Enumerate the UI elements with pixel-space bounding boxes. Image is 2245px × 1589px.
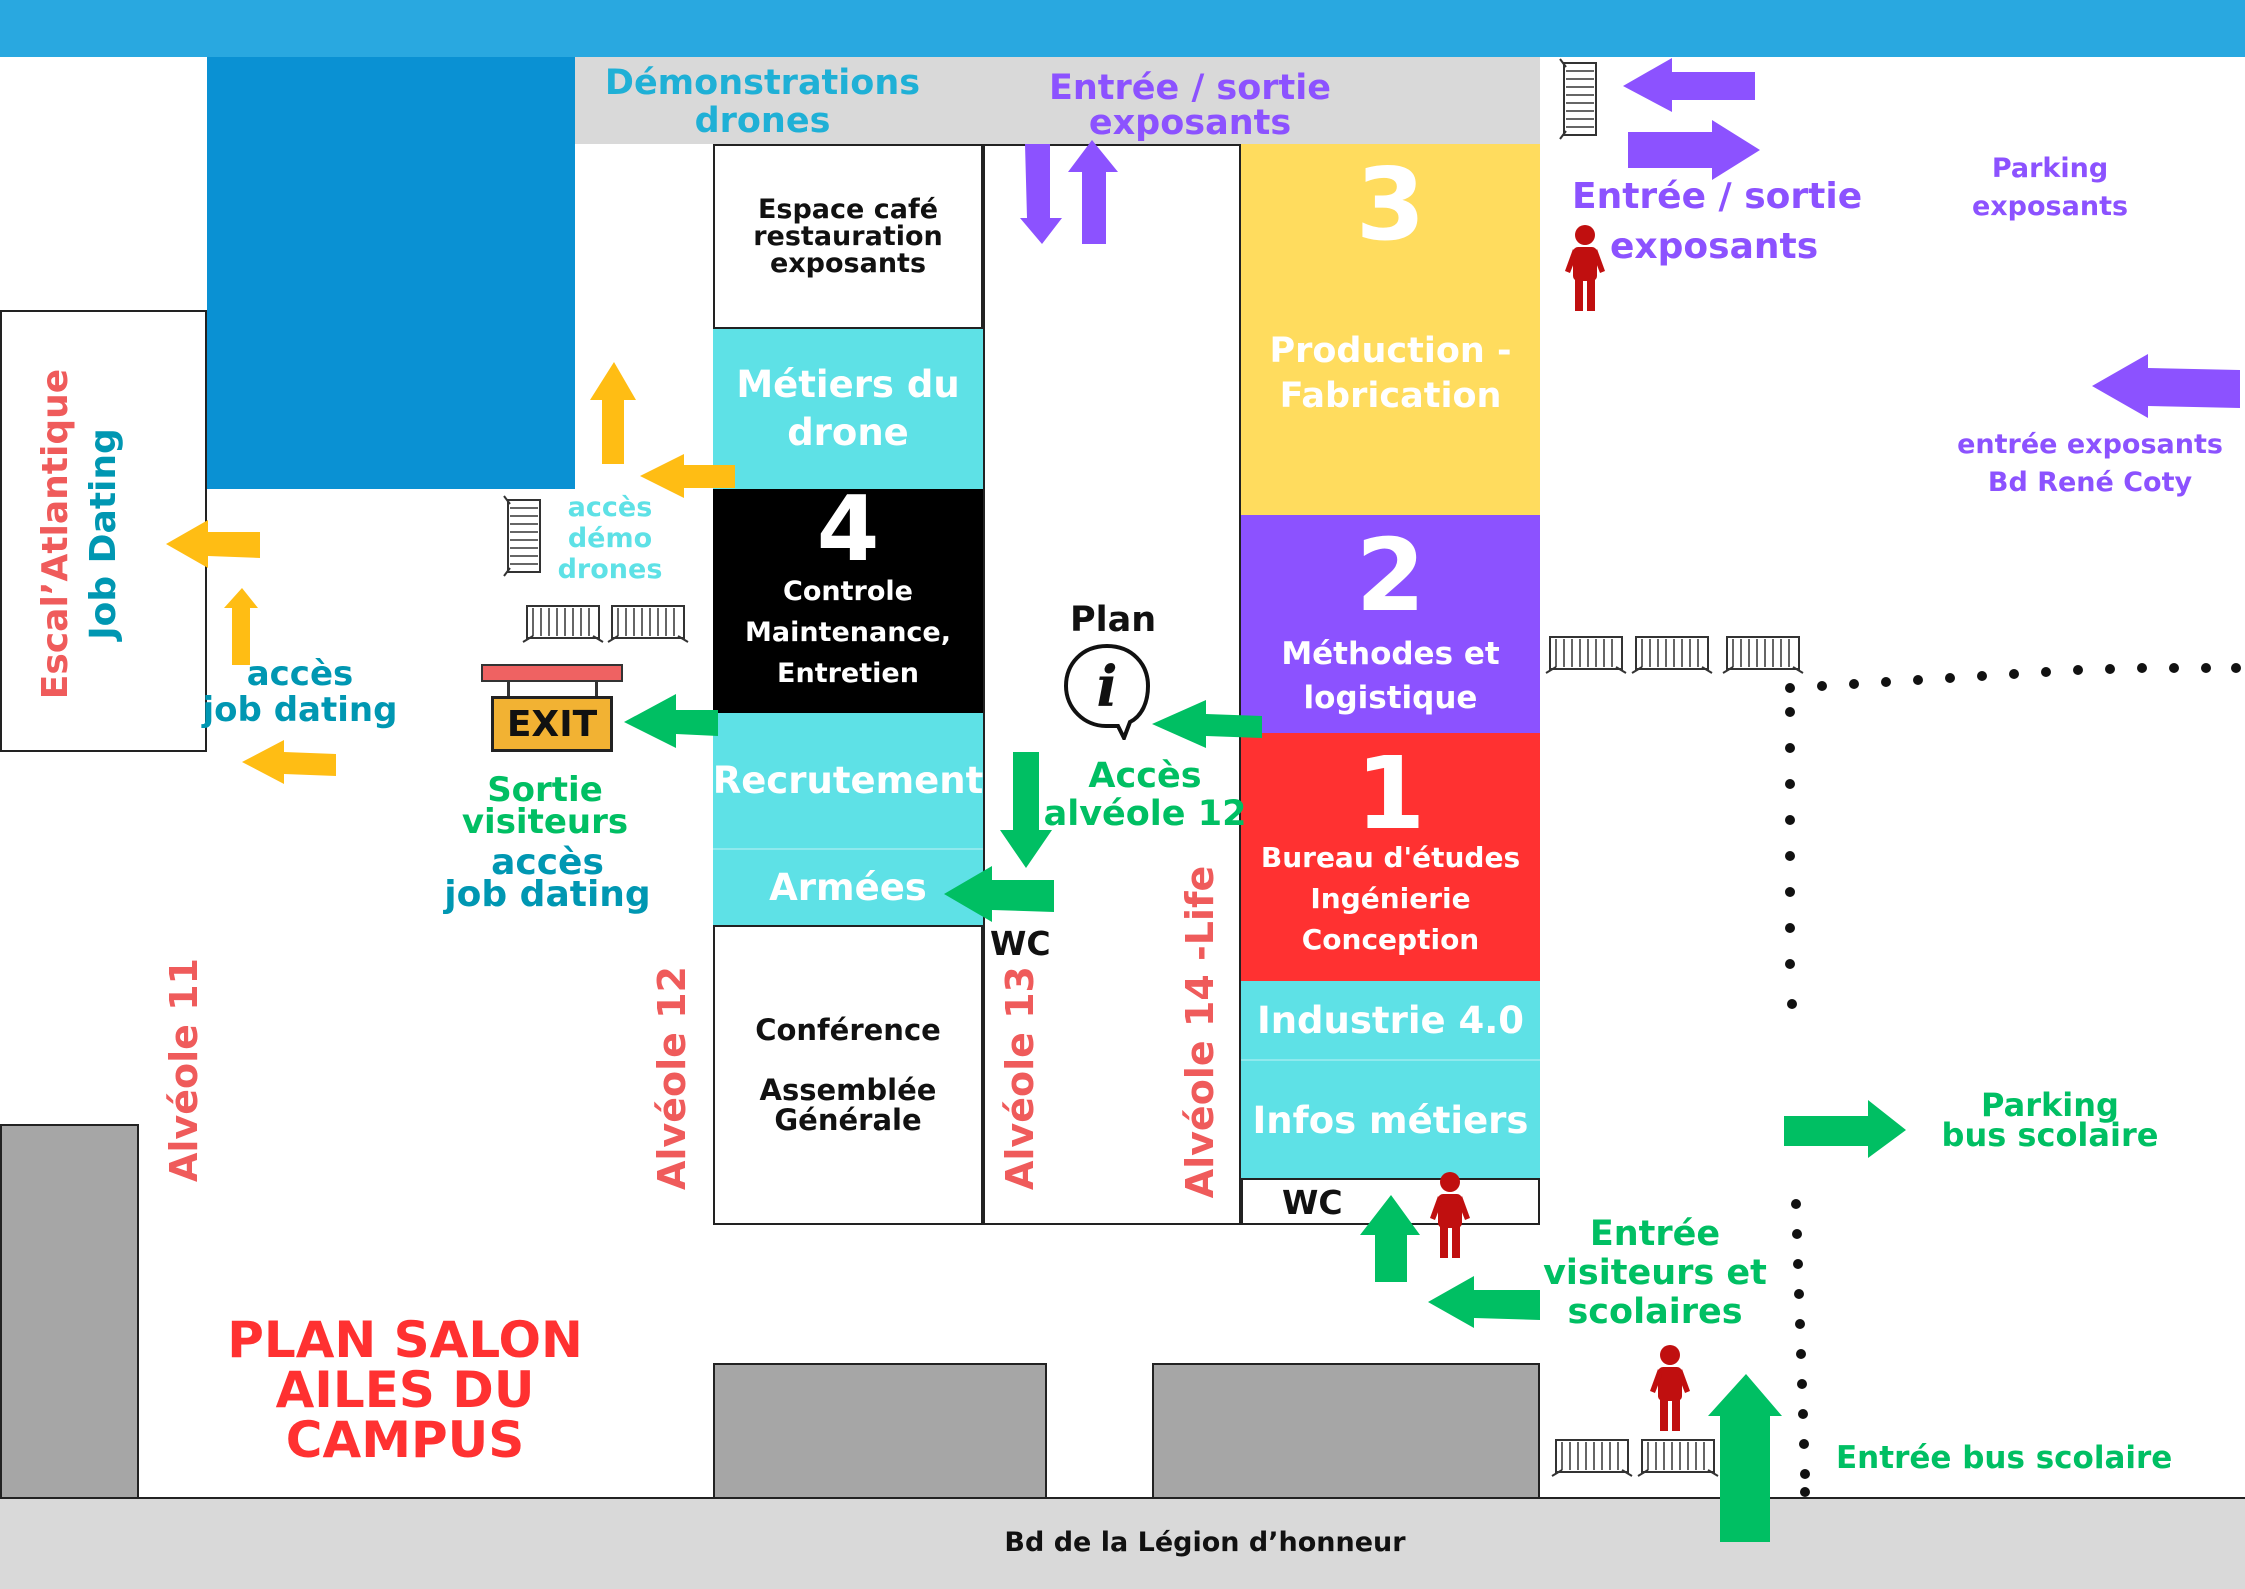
job-dating-label: Job Dating bbox=[83, 428, 124, 640]
zone-4-label: Controle Maintenance, Entretien bbox=[744, 575, 952, 689]
demo-strip bbox=[575, 57, 1540, 144]
zone-4-number: 4 bbox=[816, 476, 880, 582]
alveole-13: Alvéole 13 bbox=[998, 966, 1042, 1190]
exit-sign-post-right bbox=[595, 682, 598, 696]
info-icon: i bbox=[1060, 640, 1155, 743]
building-left bbox=[0, 1124, 139, 1499]
zone-3-number: 3 bbox=[1355, 145, 1426, 263]
zone-2-number: 2 bbox=[1355, 516, 1426, 634]
blue-area bbox=[207, 57, 575, 489]
barrier-icon bbox=[1559, 58, 1597, 140]
zone-4: 4 Controle Maintenance, Entretien bbox=[713, 476, 983, 713]
zone-3: 3 Production - Fabrication bbox=[1241, 144, 1540, 515]
zone-cafe: Espace café restauration exposants bbox=[713, 144, 983, 329]
exit-sign-label: EXIT bbox=[491, 696, 613, 752]
zone-2-label: Méthodes et logistique bbox=[1281, 636, 1500, 716]
zone-2: 2 Méthodes et logistique bbox=[1241, 515, 1540, 733]
map-title: PLAN SALON AILES DU CAMPUS bbox=[227, 1311, 583, 1469]
zone-recrutement: Recrutement bbox=[713, 713, 983, 848]
zone-infos-metiers: Infos métiers bbox=[1241, 1059, 1540, 1180]
barrier-icon bbox=[503, 495, 541, 577]
person-icon bbox=[1565, 225, 1605, 311]
arrow-icon bbox=[624, 694, 718, 748]
street-name: Bd de la Légion d’honneur bbox=[1004, 1526, 1406, 1558]
alveole-11: Alvéole 11 bbox=[162, 958, 206, 1182]
acces-alveole-12-label: Accès alvéole 12 bbox=[1043, 756, 1247, 834]
acces-demo-drones-label: accès démo drones bbox=[557, 491, 663, 585]
zone-metiers-drone: Métiers du drone bbox=[713, 329, 983, 489]
acces-job-dating-left: accès job dating bbox=[202, 654, 398, 730]
exit-sign-post-left bbox=[507, 682, 510, 696]
top-band bbox=[0, 0, 2245, 57]
entree-visiteurs-label: Entrée visiteurs et scolaires bbox=[1543, 1213, 1767, 1332]
barrier-icon bbox=[1551, 1439, 1633, 1477]
parking-bus-label: Parking bus scolaire bbox=[1941, 1086, 2159, 1154]
alveole-12: Alvéole 12 bbox=[650, 966, 694, 1190]
wc-label-1: WC bbox=[990, 924, 1051, 963]
entree-sortie-right-2: exposants bbox=[1610, 226, 1819, 267]
entree-sortie-exposants-top: Entrée / sortie exposants bbox=[1048, 68, 1332, 143]
parking-exposants-label: Parking exposants bbox=[1971, 153, 2129, 222]
barrier-icon bbox=[1631, 636, 1713, 674]
acces-job-dating-center: accès job dating bbox=[444, 842, 651, 915]
escal-atlantique-label: Escal’Atlantique bbox=[35, 368, 76, 700]
zone-armees: Armées bbox=[713, 848, 983, 925]
barrier-icon bbox=[1722, 636, 1804, 674]
arrow-icon bbox=[242, 740, 336, 784]
arrow-icon bbox=[1428, 1276, 1540, 1328]
demo-drones-label: Démonstrations drones bbox=[604, 63, 921, 141]
building-bottom-1 bbox=[713, 1363, 1047, 1499]
building-bottom-2 bbox=[1152, 1363, 1540, 1499]
zone-1-number: 1 bbox=[1355, 734, 1426, 852]
barrier-icon bbox=[522, 605, 604, 643]
zone-1-label: Bureau d'études Ingénierie Conception bbox=[1260, 840, 1521, 956]
arrow-icon bbox=[1623, 58, 1755, 112]
arrow-icon bbox=[1628, 120, 1760, 180]
person-icon bbox=[1650, 1345, 1690, 1431]
exit-sign-bar bbox=[481, 664, 623, 682]
info-symbol: i bbox=[1096, 654, 1118, 720]
zone-1: 1 Bureau d'études Ingénierie Conception bbox=[1241, 733, 1540, 981]
arrow-icon bbox=[1784, 1100, 1906, 1158]
zone-3-label: Production - Fabrication bbox=[1269, 331, 1512, 416]
road bbox=[0, 1497, 2245, 1589]
barrier-icon bbox=[607, 605, 689, 643]
arrow-icon bbox=[2092, 354, 2240, 418]
alveole-14: Alvéole 14 -Life bbox=[1178, 865, 1222, 1199]
wc-label-2: WC bbox=[1282, 1183, 1343, 1222]
sortie-visiteurs-label: Sortie visiteurs bbox=[461, 770, 629, 842]
zone-conference: Conférence Assemblée Générale bbox=[713, 925, 983, 1225]
arrow-icon bbox=[590, 362, 636, 464]
zone-industrie-4-0: Industrie 4.0 bbox=[1241, 981, 1540, 1059]
barrier-icon bbox=[1637, 1439, 1719, 1477]
exit-sign-icon: EXIT bbox=[477, 664, 627, 754]
plan-label: Plan bbox=[1070, 600, 1157, 640]
entree-bus-label: Entrée bus scolaire bbox=[1836, 1440, 2173, 1476]
entree-exposants-bd-label: entrée exposants Bd René Coty bbox=[1957, 429, 2223, 498]
entree-sortie-right-1: Entrée / sortie bbox=[1572, 176, 1863, 217]
barrier-icon bbox=[1545, 636, 1627, 674]
